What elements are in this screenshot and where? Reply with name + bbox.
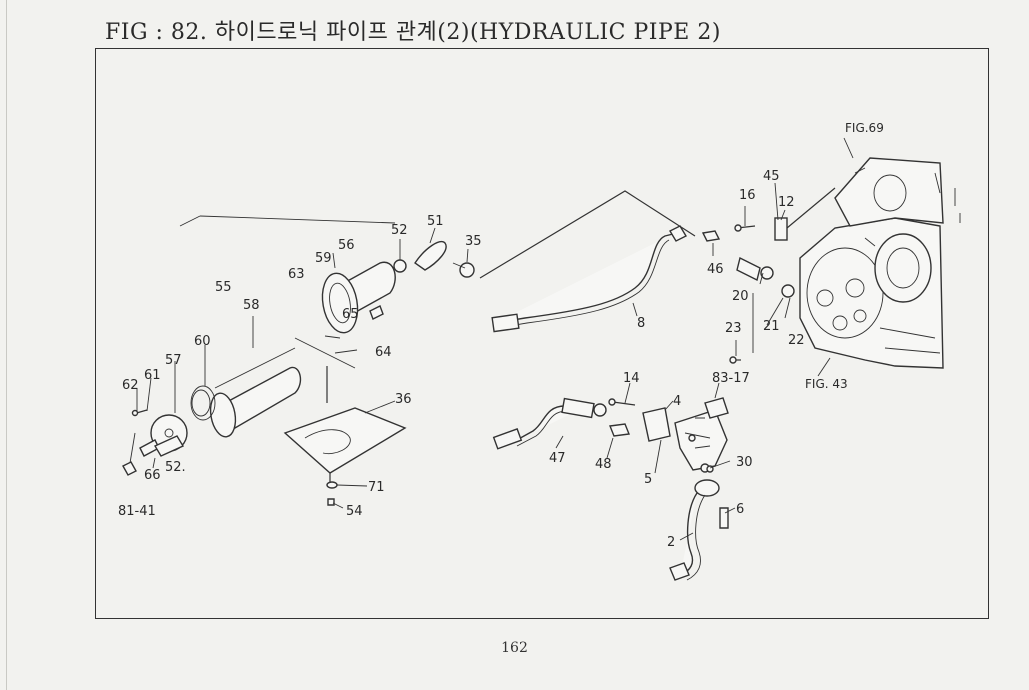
callout-8: 8 [637, 316, 645, 331]
callout-16: 16 [739, 188, 756, 203]
callout-62: 62 [122, 378, 139, 393]
callout-71: 71 [368, 480, 385, 495]
callout-58: 58 [243, 298, 260, 313]
callout-21: 21 [763, 319, 780, 334]
valve-assembly [492, 397, 729, 473]
callout-52-lower: 52. [165, 460, 186, 475]
callout-60: 60 [194, 334, 211, 349]
callout-63: 63 [288, 267, 305, 282]
elbow-assembly [393, 241, 475, 278]
callout-35: 35 [465, 234, 482, 249]
callout-2: 2 [667, 535, 675, 550]
filter-housing [122, 261, 396, 476]
engine-block [799, 157, 961, 369]
callout-47: 47 [549, 451, 566, 466]
scan-margin-line [6, 0, 7, 690]
callout-64: 64 [375, 345, 392, 360]
callout-48: 48 [595, 457, 612, 472]
page-number: 162 [501, 640, 528, 656]
pipe-2 [669, 465, 729, 581]
callout-59: 59 [315, 251, 332, 266]
callout-66: 66 [144, 468, 161, 483]
callout-5: 5 [644, 472, 652, 487]
callout-14: 14 [623, 371, 640, 386]
callout-65: 65 [342, 307, 359, 322]
callout-57: 57 [165, 353, 182, 368]
callout-4: 4 [673, 394, 681, 409]
callout-54: 54 [346, 504, 363, 519]
diagram-frame [95, 48, 989, 619]
callout-23: 23 [725, 321, 742, 336]
callout-52: 52 [391, 223, 408, 238]
callout-51: 51 [427, 214, 444, 229]
leader-lines [129, 137, 854, 541]
figure-title: FIG : 82. 하이드로닉 파이프 관계(2)(HYDRAULIC PIPE… [105, 20, 721, 45]
parts-diagram: FIG.69 FIG. 43 45 16 12 46 20 21 22 23 8… [118, 121, 961, 581]
pipe-8 [479, 190, 696, 333]
bracket-36 [283, 366, 407, 506]
callout-46: 46 [707, 262, 724, 277]
callout-12: 12 [778, 195, 795, 210]
callout-81-41: 81-41 [118, 504, 156, 519]
callout-55: 55 [215, 280, 232, 295]
callout-83-17: 83-17 [712, 371, 750, 386]
callout-6: 6 [736, 502, 744, 517]
callout-45: 45 [763, 169, 780, 184]
upper-fittings [701, 187, 836, 364]
callout-36: 36 [395, 392, 412, 407]
callout-22: 22 [788, 333, 805, 348]
figure-ref-43: FIG. 43 [805, 377, 848, 391]
figure-ref-69: FIG.69 [845, 121, 884, 135]
callout-30: 30 [736, 455, 753, 470]
callout-56: 56 [338, 238, 355, 253]
callout-61: 61 [144, 368, 161, 383]
callout-20: 20 [732, 289, 749, 304]
